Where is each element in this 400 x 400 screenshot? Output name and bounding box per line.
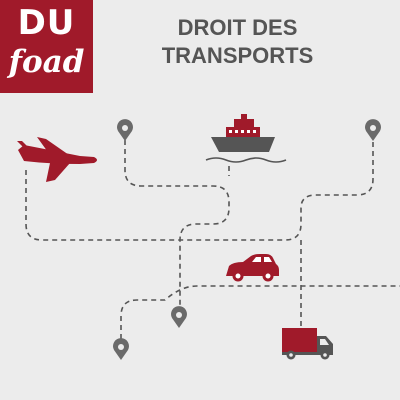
map-pin-icon-middle xyxy=(170,306,187,328)
page-title-line-1: DROIT DES xyxy=(177,15,298,40)
route-bottom-to-right-edge xyxy=(120,285,400,348)
logo-text-du: DU xyxy=(17,3,76,43)
map-pin-icon-bottom-left xyxy=(113,338,129,360)
route-pin-to-lower-pin xyxy=(124,140,230,315)
map-pin-icon-top-left xyxy=(116,119,133,141)
map-pin-icon-top-right xyxy=(365,119,381,141)
truck-icon xyxy=(282,328,333,360)
dashed-routes xyxy=(25,140,400,348)
ship-icon xyxy=(205,114,287,163)
logo: DU foad xyxy=(0,0,93,93)
airplane-icon xyxy=(17,137,97,182)
page-title-line-2: TRANSPORTS xyxy=(161,43,314,68)
logo-text-foad: foad xyxy=(8,44,85,80)
page-title: DROIT DES TRANSPORTS xyxy=(125,14,350,70)
route-plane-to-right-pin xyxy=(25,140,374,241)
car-icon xyxy=(226,254,279,282)
